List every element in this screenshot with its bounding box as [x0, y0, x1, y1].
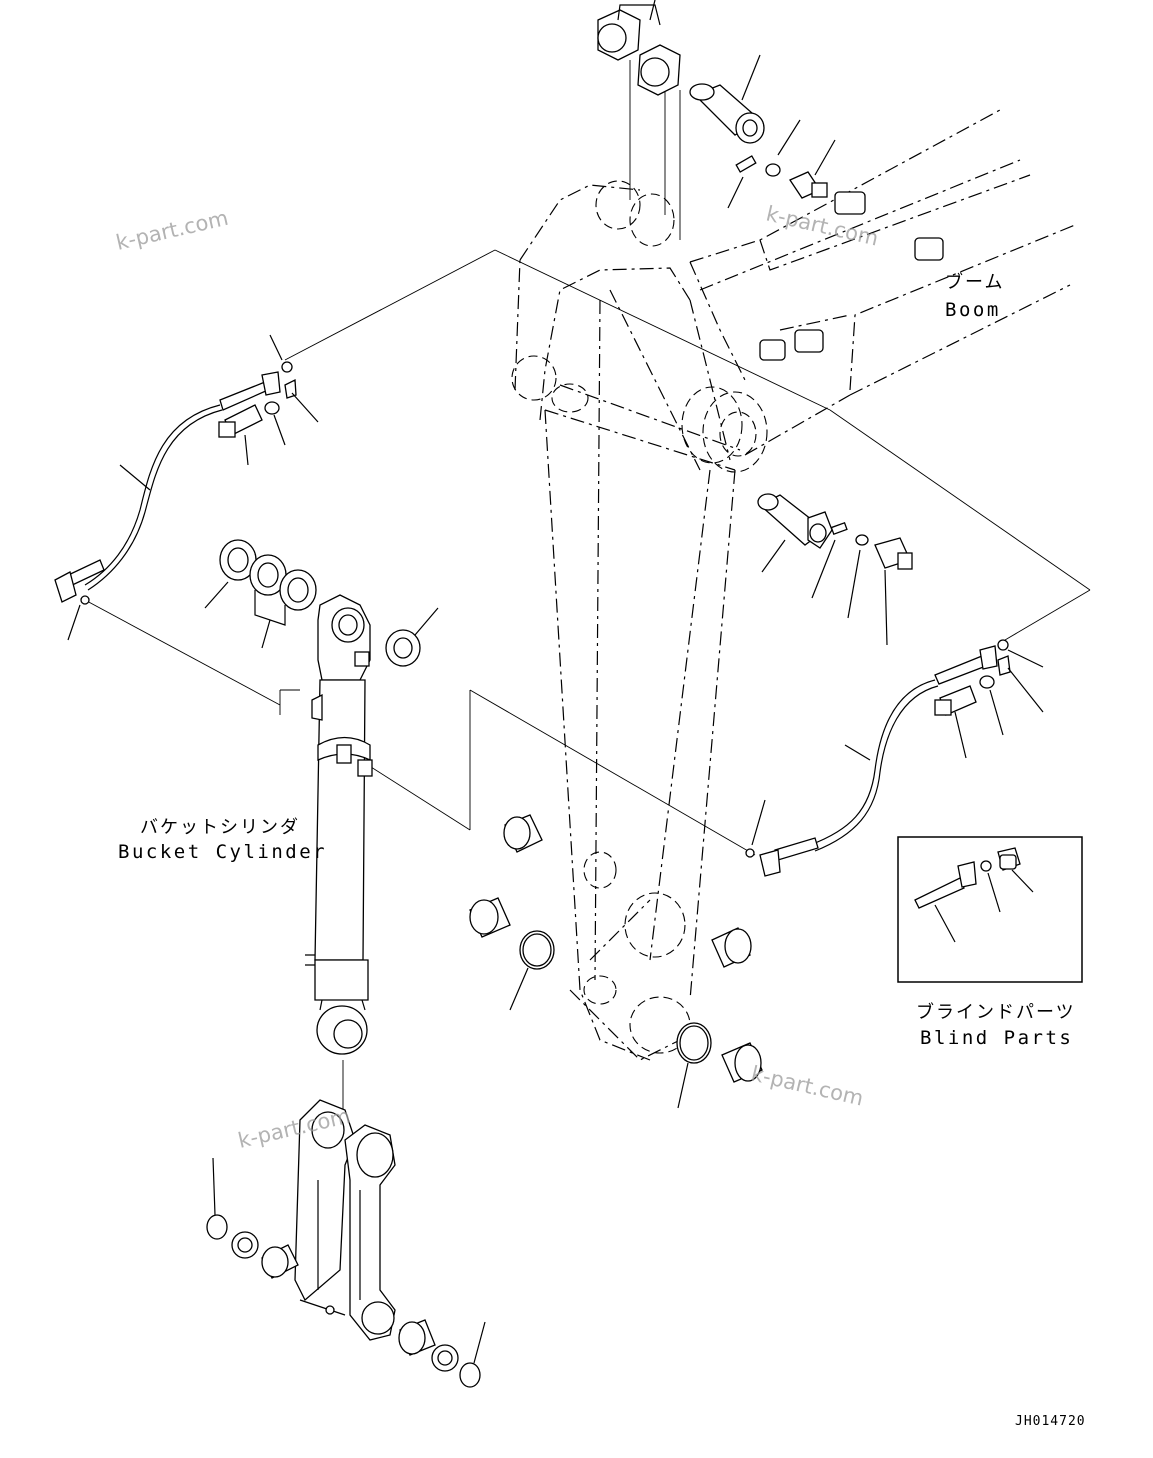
- bucket-cylinder-label: バケットシリンダ Bucket Cylinder: [118, 817, 327, 863]
- blind-parts-box: [897, 836, 1083, 983]
- blind-parts-label-jp: ブラインドパーツ: [916, 1001, 1076, 1023]
- watermark: k-part.com: [749, 1061, 866, 1110]
- arm-outline: [511, 180, 741, 1061]
- top-pin-lock: [727, 119, 836, 209]
- top-pin: [689, 54, 765, 144]
- shim-stack: [204, 539, 439, 667]
- blind-parts-label-en: Blind Parts: [920, 1027, 1073, 1049]
- right-grease-hose: [745, 639, 1044, 877]
- bucket-cylinder: [305, 594, 373, 1055]
- boom-label: ブーム Boom: [945, 271, 1004, 321]
- arm-bushings: [469, 814, 763, 1109]
- boom-label-jp: ブーム: [945, 271, 1004, 293]
- bucket-cylinder-label-en: Bucket Cylinder: [118, 841, 327, 863]
- connection-lines: [84, 60, 1091, 1120]
- bucket-link: [294, 1099, 396, 1341]
- center-pin: [757, 493, 913, 646]
- left-grease-hose: [54, 334, 293, 641]
- boom-label-en: Boom: [945, 299, 1001, 321]
- link-bushings-left: [206, 1157, 299, 1279]
- watermark: k-part.com: [114, 206, 231, 255]
- boom-hose-clamp: [759, 191, 944, 361]
- blind-parts-label: ブラインドパーツ Blind Parts: [916, 1001, 1076, 1049]
- bucket-cylinder-label-jp: バケットシリンダ: [140, 817, 300, 838]
- link-bushings-right: [398, 1319, 486, 1388]
- top-shim-group: [597, 0, 681, 96]
- left-hose-fittings: [218, 378, 319, 466]
- drawing-code: JH014720: [1015, 1414, 1086, 1429]
